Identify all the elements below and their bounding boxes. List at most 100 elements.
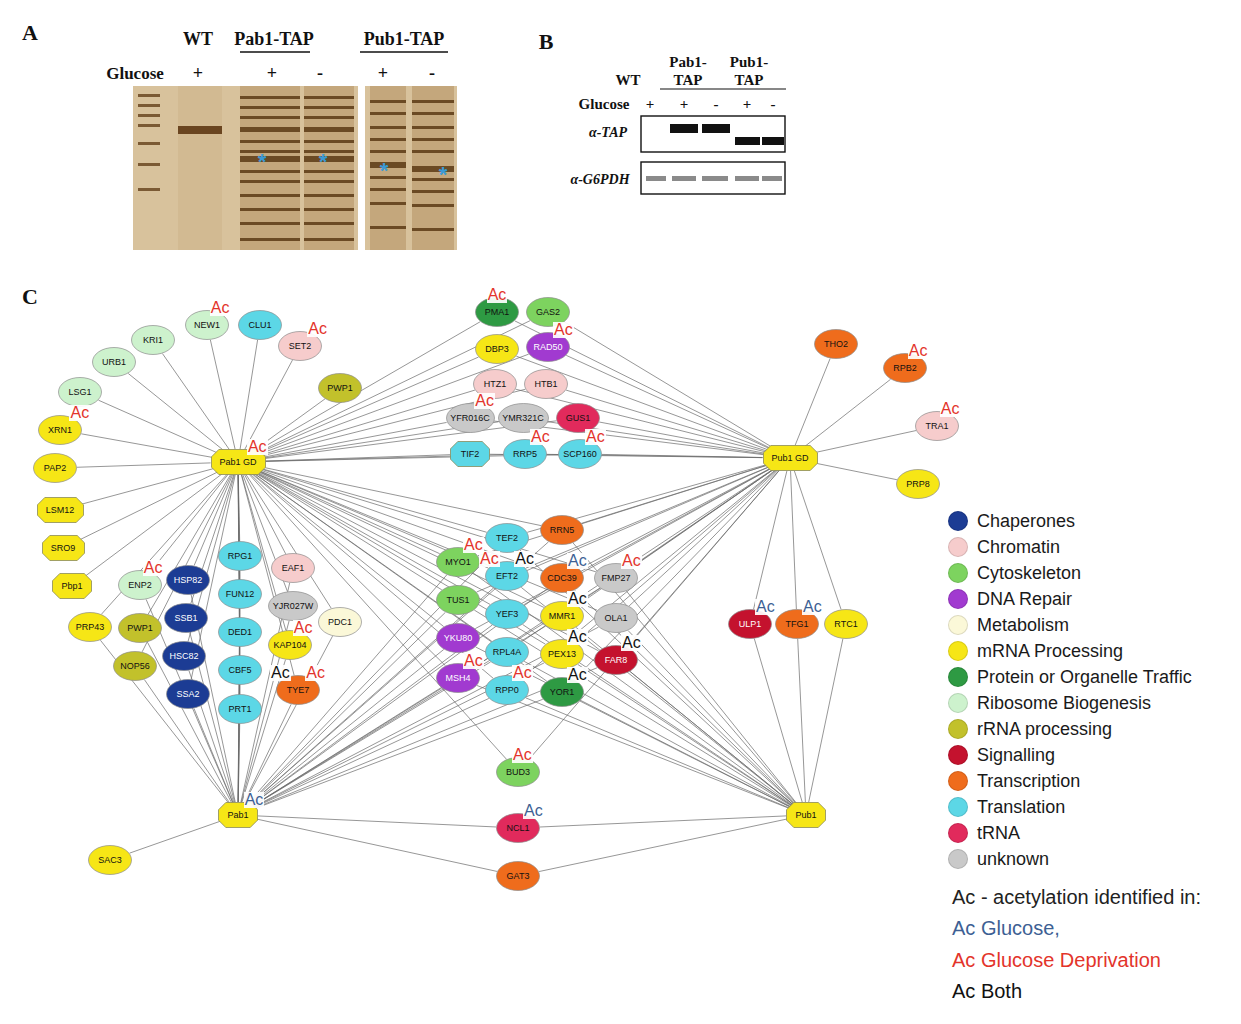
acetylation-mark: Ac — [567, 553, 588, 569]
protein-name: Pub1 GD — [763, 445, 818, 471]
interaction-line — [128, 373, 224, 450]
interaction-line — [256, 472, 490, 604]
protein-name: PRT1 — [218, 694, 262, 724]
node-fill — [37, 498, 83, 523]
protein-ellipse: TRA1Ac — [915, 411, 959, 441]
interaction-line — [630, 672, 793, 805]
interaction-line — [576, 469, 777, 642]
protein-ellipse: SSA2 — [166, 679, 210, 709]
node-fill — [497, 862, 540, 891]
acetylation-mark: Ac — [940, 401, 961, 417]
node-fill — [132, 326, 175, 355]
node-fill — [437, 586, 480, 615]
protein-ellipse: XRN1Ac — [38, 415, 82, 445]
protein-name: SSA2 — [166, 679, 210, 709]
interaction-line — [240, 340, 258, 449]
legend-swatch — [948, 615, 968, 635]
band-asterisk: * — [258, 150, 267, 174]
protein-ellipse: RRP5Ac — [503, 439, 547, 469]
acetylation-mark: Ac — [210, 300, 231, 316]
protein-name: PWP1 — [318, 373, 362, 403]
interaction-line — [162, 354, 229, 450]
legend-swatch — [948, 537, 968, 557]
legend-row: Protein or Organelle Traffic — [948, 664, 1192, 690]
protein-ellipse: RRN5 — [540, 515, 584, 545]
interaction-line — [81, 468, 214, 504]
interaction-line — [579, 468, 771, 569]
node-fill — [59, 378, 102, 407]
interaction-line — [255, 472, 545, 644]
interaction-line — [253, 626, 546, 806]
protein-ellipse: YEF3 — [485, 599, 529, 629]
node-fill — [167, 680, 210, 709]
blot-frame — [641, 116, 785, 152]
interaction-line — [516, 389, 766, 452]
protein-ellipse: RTC1 — [824, 609, 868, 639]
condition-label: Glucose — [579, 96, 630, 113]
lane-header: Pub1-TAP — [364, 30, 445, 50]
interaction-line — [249, 612, 445, 804]
protein-ellipse: NCL1Ac — [496, 813, 540, 843]
interaction-line — [248, 575, 447, 804]
acetylation-mark: Ac — [802, 599, 823, 615]
interaction-line — [254, 627, 599, 807]
interaction-line — [815, 431, 916, 453]
protein-ellipse: THO2 — [814, 329, 858, 359]
protein-ellipse: FUN12 — [218, 579, 262, 609]
legend-text: Chaperones — [977, 511, 1075, 532]
band-asterisk: * — [439, 163, 448, 187]
protein-name: Pbp1 — [52, 573, 92, 599]
node-fill — [219, 695, 262, 724]
protein-name: YKU80 — [436, 623, 480, 653]
gel-lane — [370, 86, 406, 250]
protein-ellipse: SSB1 — [164, 603, 208, 633]
protein-ellipse: TFG1Ac — [775, 609, 819, 639]
protein-name: SAC3 — [88, 845, 132, 875]
node-fill — [114, 652, 157, 681]
protein-ellipse: TUS1 — [436, 585, 480, 615]
interaction-line — [253, 473, 547, 681]
interaction-line — [521, 469, 776, 678]
interaction-line — [144, 680, 229, 804]
legend-text: tRNA — [977, 823, 1020, 844]
interaction-line — [478, 465, 767, 556]
protein-name: KRI1 — [131, 325, 175, 355]
interaction-line — [264, 422, 447, 457]
lane-header: WT — [183, 30, 213, 50]
interaction-line — [255, 322, 480, 452]
protein-name: YEF3 — [485, 599, 529, 629]
acetylation-mark: Ac — [143, 560, 164, 576]
acetylation-mark: Ac — [621, 635, 642, 651]
protein-ellipse: TEF2 — [485, 523, 529, 553]
protein-ellipse: PWP1 — [318, 373, 362, 403]
node-fill — [897, 470, 940, 499]
legend-swatch — [948, 823, 968, 843]
legend: ChaperonesChromatinCytoskeletonDNA Repai… — [948, 508, 1192, 872]
gel-bands — [370, 100, 406, 229]
legend-swatch — [948, 589, 968, 609]
protein-ellipse: ULP1Ac — [728, 609, 772, 639]
condition-sign: - — [317, 64, 323, 84]
protein-ellipse: ENP2Ac — [118, 570, 162, 600]
interaction-line — [257, 471, 544, 607]
protein-ellipse: PRP43 — [68, 612, 112, 642]
interaction-line — [255, 472, 442, 589]
protein-ellipse: DBP3 — [475, 334, 519, 364]
lane-header: TAP — [674, 72, 703, 89]
legend-row: tRNA — [948, 820, 1192, 846]
protein-ellipse: PDC1 — [318, 607, 362, 637]
bait-octagon: Pub1 GD — [763, 445, 818, 471]
interaction-line — [98, 400, 217, 453]
node-fill — [763, 446, 817, 471]
protein-ellipse: MSH4Ac — [436, 663, 480, 693]
band-asterisk: * — [380, 159, 389, 183]
legend-heading: Ac - acetylation identified in: — [952, 886, 1201, 908]
legend-text: Transcription — [977, 771, 1080, 792]
interaction-line — [523, 469, 775, 642]
legend-row: Cytoskeleton — [948, 560, 1192, 586]
protein-ellipse: DED1 — [218, 617, 262, 647]
legend-row: Translation — [948, 794, 1192, 820]
interaction-line — [194, 708, 233, 802]
condition-sign: + — [680, 96, 689, 113]
legend-swatch — [948, 719, 968, 739]
